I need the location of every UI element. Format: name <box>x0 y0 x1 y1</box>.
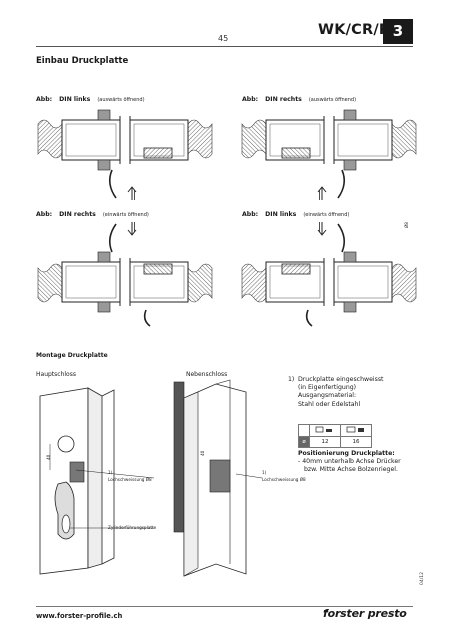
lochschweissung-label-left: Lochschweissung Ø8 <box>108 477 152 482</box>
figure-label-note: (einwärts öffnend) <box>303 212 350 218</box>
profile-drawing-din-links-inward <box>241 222 417 327</box>
page-number: 45 <box>218 34 229 43</box>
note-line: (in Eigenfertigung) <box>298 384 357 392</box>
brand-logo: forster presto <box>323 607 407 620</box>
footer-divider <box>36 606 413 607</box>
note-marker: 1) <box>288 376 295 383</box>
note-line: Stahl oder Edelstahl <box>298 400 361 408</box>
figure-label-text: DIN links <box>59 96 91 103</box>
marker-right: 1) <box>262 470 267 475</box>
dimension-40-left: 40 <box>46 454 51 460</box>
table-header-cell <box>309 424 341 437</box>
header-divider <box>36 46 413 47</box>
chapter-number: 3 <box>383 19 413 44</box>
figure-label-abbr: Abb: <box>36 211 53 218</box>
figure-label-note: (auswärts öffnend) <box>97 97 145 103</box>
positionierung-line: bzw. Mitte Achse Bolzenriegel. <box>304 466 398 474</box>
lochschweissung-label-right: Lochschweissung Ø8 <box>262 477 306 482</box>
nebenschloss-drawing <box>173 379 262 577</box>
document-code: 04/12 <box>420 572 425 585</box>
profile-drawing-din-rechts-outward <box>241 109 417 201</box>
figure-label-abbr: Abb: <box>242 211 259 218</box>
note-text: Druckplatte eingeschweisst (in Eigenfert… <box>298 376 383 409</box>
position-table: ø 12 16 <box>298 424 372 448</box>
dimension-40-right: 40 <box>200 450 205 456</box>
table-header-cell <box>298 424 310 437</box>
table-header-cell <box>340 424 372 437</box>
dimension-label: Ø8 <box>404 222 409 228</box>
table-row-label: ø <box>298 436 310 448</box>
zylinderfuehrungsplatte-label: Zylinderführungsplatte <box>108 525 157 530</box>
hauptschloss-drawing <box>39 387 154 575</box>
figure-label-2: Abb: DIN rechts (auswärts öffnend) <box>242 96 356 103</box>
hauptschloss-label: Hauptschloss <box>36 371 76 378</box>
figure-label-abbr: Abb: <box>242 96 259 103</box>
profile-drawing-din-rechts-inward <box>37 222 213 327</box>
profile-symbol-icon <box>346 426 364 433</box>
figure-label-1: Abb: DIN links (auswärts öffnend) <box>36 96 145 103</box>
positionierung-text: - 40mm unterhalb Achse Drücker bzw. Mitt… <box>298 458 401 474</box>
figure-label-text: DIN rechts <box>59 211 96 218</box>
figure-label-text: DIN rechts <box>265 96 302 103</box>
series-title: WK/CR/RC <box>318 22 402 38</box>
table-cell: 12 <box>309 436 341 448</box>
figure-label-3: Abb: DIN rechts (einwärts öffnend) <box>36 211 149 218</box>
figure-label-text: DIN links <box>265 211 297 218</box>
montage-title: Montage Druckplatte <box>36 352 108 359</box>
note-line: Druckplatte eingeschweisst <box>298 376 384 383</box>
footer-url-link[interactable]: www.forster-profile.ch <box>36 612 123 620</box>
profile-drawing-din-links-outward <box>37 109 213 201</box>
table-cell: 16 <box>340 436 372 448</box>
figure-label-4: Abb: DIN links (einwärts öffnend) <box>242 211 349 218</box>
figure-label-abbr: Abb: <box>36 96 53 103</box>
figure-label-note: (einwärts öffnend) <box>102 212 149 218</box>
nebenschloss-label: Nebenschloss <box>186 371 228 378</box>
positionierung-title: Positionierung Druckplatte: <box>298 450 395 457</box>
marker-left: 1) <box>108 470 113 475</box>
positionierung-line: - 40mm unterhalb Achse Drücker <box>298 458 401 465</box>
profile-symbol-icon <box>315 426 332 433</box>
section-title: Einbau Druckplatte <box>36 56 129 66</box>
note-line: Ausgangsmaterial: <box>298 392 357 400</box>
figure-label-note: (auswärts öffnend) <box>308 97 357 103</box>
